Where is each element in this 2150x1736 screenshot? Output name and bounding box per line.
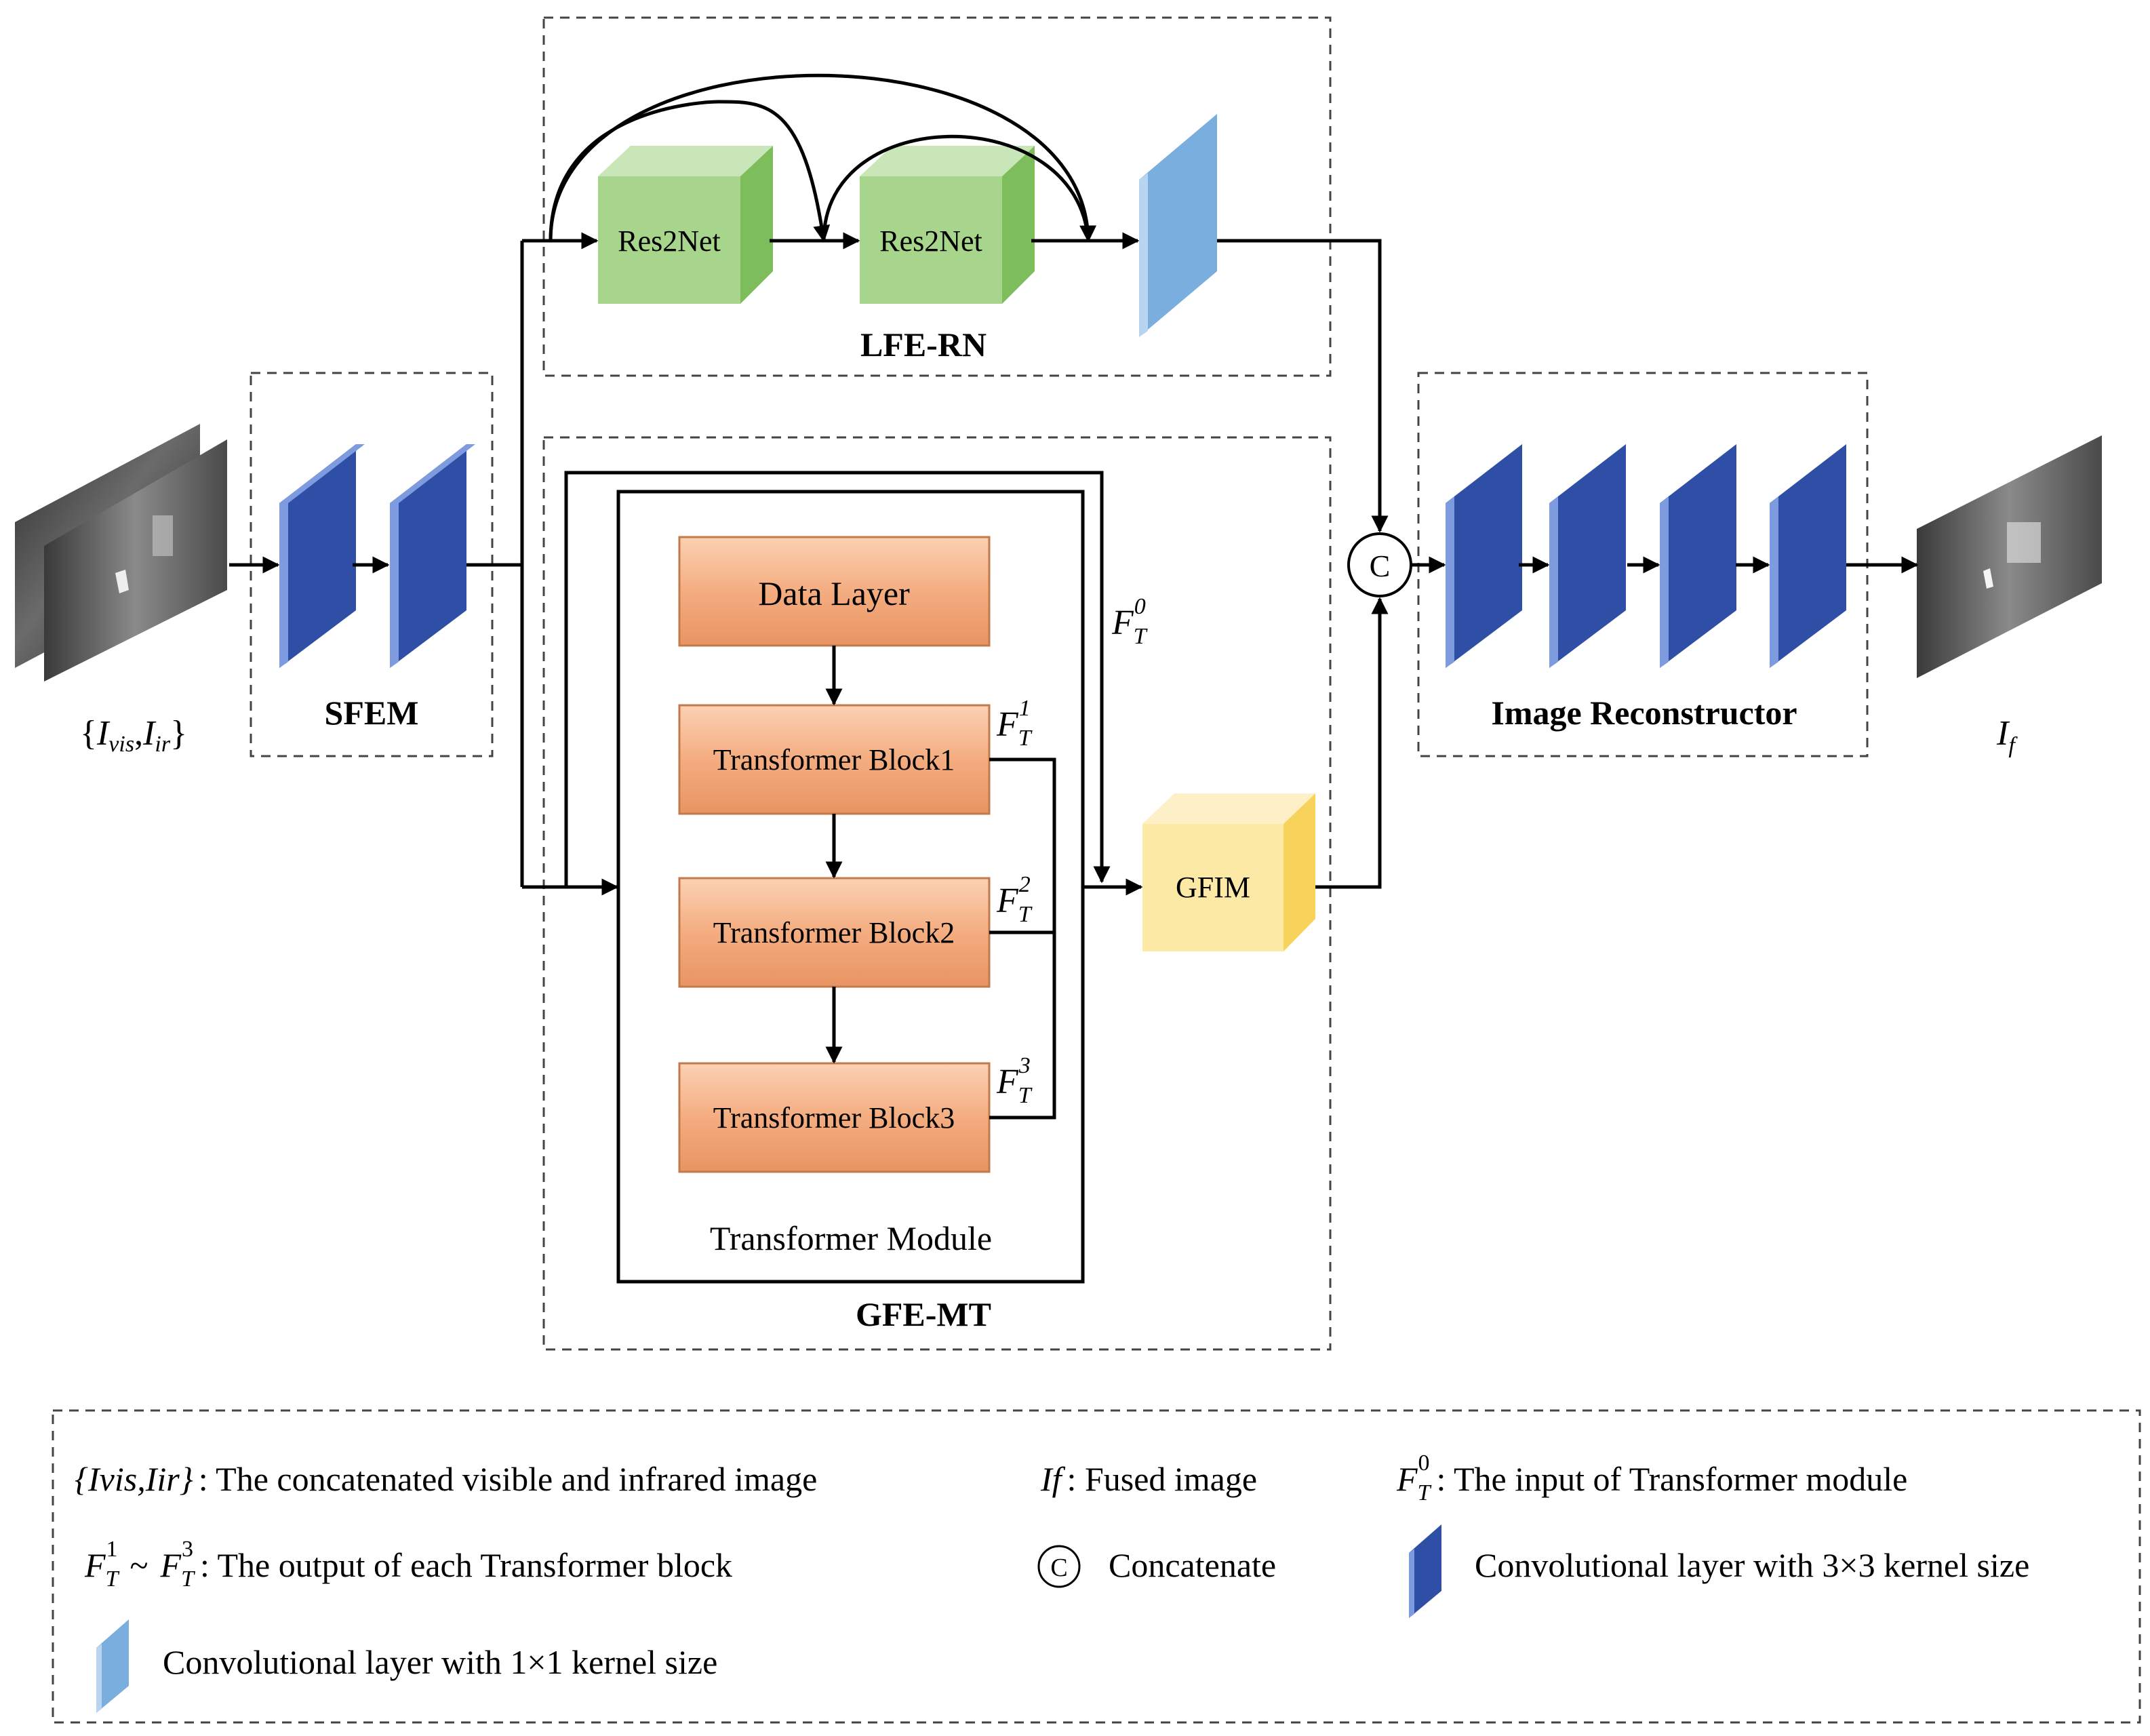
data-layer-block	[678, 536, 991, 647]
legend-concat-icon	[1037, 1545, 1081, 1588]
gfe-mt-title: GFE-MT	[856, 1295, 991, 1333]
legend: {Ivis,Iir}: The concatenated visible and…	[75, 1451, 2029, 1713]
ft2-label: FT2	[996, 872, 1033, 927]
input-label: {Ivis,Iir}	[80, 714, 187, 757]
lfe-rn-conv-1x1	[1139, 114, 1217, 337]
transformer-block-1-label: Transformer Block1	[713, 743, 955, 776]
concat-symbol: C	[1370, 549, 1391, 583]
gfim-block	[1142, 793, 1315, 951]
transformer-block-3	[678, 1062, 991, 1173]
ft1-label: FT1	[996, 696, 1033, 751]
res2net-block-1	[598, 146, 773, 304]
legend-concat-desc: Concatenate	[1109, 1546, 1276, 1584]
reconstructor-conv-3x3-2	[1549, 444, 1626, 668]
sfem-title: SFEM	[325, 694, 419, 732]
image-reconstructor-title: Image Reconstructor	[1491, 694, 1797, 732]
legend-conv-3x3-icon	[1409, 1524, 1441, 1618]
legend-conv-1x1-icon	[96, 1619, 129, 1713]
fused-output-image	[1917, 435, 2102, 678]
legend-concat-symbol: C	[1050, 1554, 1067, 1582]
lfe-rn-title: LFE-RN	[860, 326, 987, 363]
reconstructor-conv-3x3-1	[1446, 444, 1522, 668]
legend-conv-3x3-desc: Convolutional layer with 3×3 kernel size	[1475, 1546, 2029, 1584]
transformer-block-2-label: Transformer Block2	[713, 916, 955, 949]
input-image-pair	[15, 424, 227, 682]
res2net-2-label: Res2Net	[879, 224, 982, 258]
ft0-label: FT0	[1111, 594, 1148, 649]
legend-ft-range-entry: FT1~FT3: The output of each Transformer …	[84, 1537, 732, 1592]
sfem-module-box	[250, 372, 494, 757]
transformer-module-title: Transformer Module	[710, 1219, 992, 1257]
sfem-conv-3x3-1	[279, 444, 365, 668]
reconstructor-conv-3x3-4	[1770, 444, 1846, 668]
transformer-block-2	[678, 877, 991, 988]
connections	[229, 73, 1919, 1120]
ft3-label: FT3	[996, 1053, 1033, 1108]
legend-ft0-entry: FT0: The input of Transformer module	[1396, 1451, 1907, 1505]
output-label: If	[1996, 714, 2018, 758]
res2net-1-label: Res2Net	[618, 224, 721, 258]
lfe-rn-module-box	[542, 16, 1332, 377]
legend-fused-entry: If: Fused image	[1040, 1460, 1257, 1498]
res2net-block-2	[860, 146, 1035, 304]
legend-input-entry: {Ivis,Iir}: The concatenated visible and…	[75, 1460, 817, 1498]
sfem-conv-3x3-2	[390, 444, 475, 668]
reconstructor-conv-3x3-3	[1660, 444, 1736, 668]
legend-box	[52, 1409, 2141, 1724]
gfe-mt-module-box	[542, 436, 1332, 1351]
transformer-block-1	[678, 704, 991, 815]
gfim-label: GFIM	[1176, 871, 1250, 904]
data-layer-label: Data Layer	[758, 574, 910, 612]
legend-conv-1x1-desc: Convolutional layer with 1×1 kernel size	[163, 1643, 717, 1681]
transformer-block-3-label: Transformer Block3	[713, 1101, 955, 1135]
